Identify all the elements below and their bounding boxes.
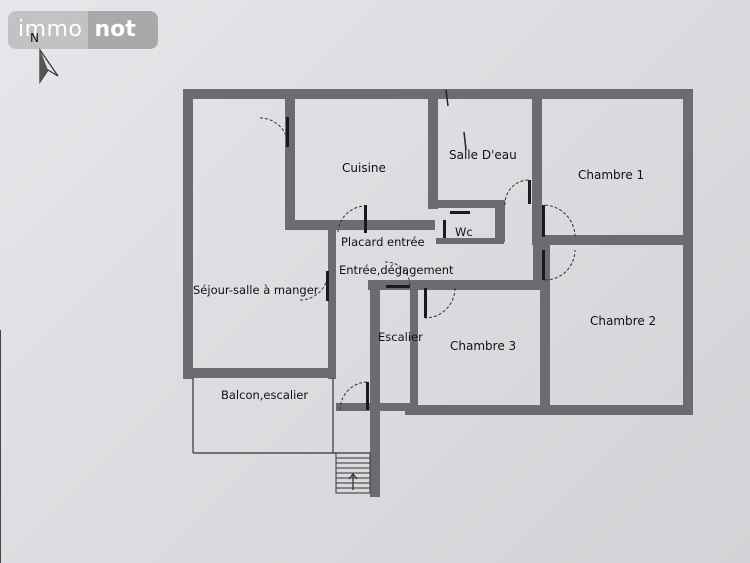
wall-ticks <box>445 89 467 151</box>
room-label-balcon: Balcon,escalier <box>221 388 308 402</box>
north-arrow-icon: N <box>30 31 59 84</box>
room-label-chambre-3: Chambre 3 <box>450 339 516 353</box>
compass-label: N <box>30 31 39 45</box>
walls <box>183 89 693 497</box>
room-label-chambre-2: Chambre 2 <box>590 314 656 328</box>
room-label-cuisine: Cuisine <box>342 161 386 175</box>
room-label-sejour: Séjour-salle à manger <box>193 283 319 297</box>
watermark-part-1: immo <box>8 11 89 49</box>
exterior-stairs <box>335 452 371 494</box>
door-swings <box>259 117 576 411</box>
room-label-salle-deau: Salle D'eau <box>449 148 517 162</box>
immonot-watermark-logo: immo not <box>8 11 158 49</box>
room-label-escalier: Escalier <box>378 330 423 344</box>
room-label-placard: Placard entrée <box>341 235 425 249</box>
watermark-part-2: not <box>88 11 158 49</box>
room-label-entree: Entrée,dégagement <box>339 263 454 277</box>
door-leaves <box>286 117 545 410</box>
room-label-wc: Wc <box>455 225 473 239</box>
room-label-chambre-1: Chambre 1 <box>578 168 644 182</box>
